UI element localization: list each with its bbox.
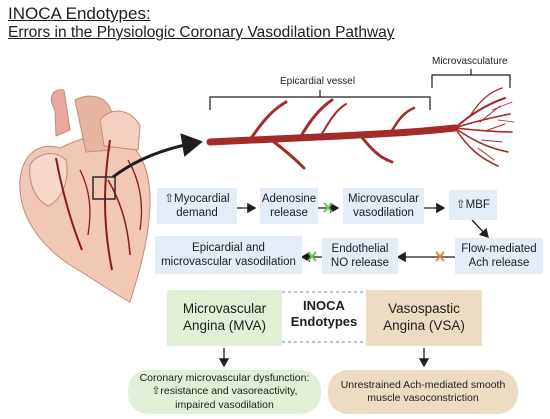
microvascular-vasodilation-box: Microvascular vasodilation bbox=[343, 188, 424, 224]
x-mark-icon bbox=[307, 251, 317, 262]
inoca-endotypes-label: INOCA Endotypes bbox=[290, 298, 358, 330]
micro-bracket bbox=[431, 69, 511, 88]
microvasculature-label: Microvasculature bbox=[432, 56, 508, 67]
mva-description: Coronary microvascular dysfunction: ⇧res… bbox=[128, 370, 321, 414]
myocardial-demand-box: ⇧Myocardial demand bbox=[157, 188, 237, 224]
epicardial-bracket bbox=[209, 90, 431, 110]
zoom-arrow bbox=[112, 133, 203, 179]
vsa-box: Vasospastic Angina (VSA) bbox=[366, 290, 482, 346]
title-line-2: Errors in the Physiologic Coronary Vasod… bbox=[8, 24, 395, 41]
zoom-box bbox=[92, 176, 116, 200]
flow-mediated-ach-box: Flow-mediated Ach release bbox=[455, 238, 543, 274]
x-mark-icon bbox=[435, 251, 445, 262]
mbf-box: ⇧MBF bbox=[449, 190, 497, 220]
heart-illustration bbox=[19, 89, 151, 303]
title-line-1: INOCA Endotypes: bbox=[8, 4, 151, 23]
epicardial-microvascular-box: Epicardial and microvascular vasodilatio… bbox=[155, 236, 302, 274]
vsa-description: Unrestrained Ach-mediated smooth muscle … bbox=[328, 370, 518, 414]
adenosine-release-box: Adenosine release bbox=[260, 188, 318, 224]
epicardial-vessel-label: Epicardial vessel bbox=[280, 76, 356, 87]
endothelial-no-box: Endothelial NO release bbox=[322, 238, 398, 274]
x-mark-icon bbox=[323, 202, 333, 213]
arrow-mbf-flow bbox=[471, 219, 489, 238]
vessel-illustration bbox=[206, 87, 515, 170]
mva-box: Microvascular Angina (MVA) bbox=[167, 290, 282, 346]
